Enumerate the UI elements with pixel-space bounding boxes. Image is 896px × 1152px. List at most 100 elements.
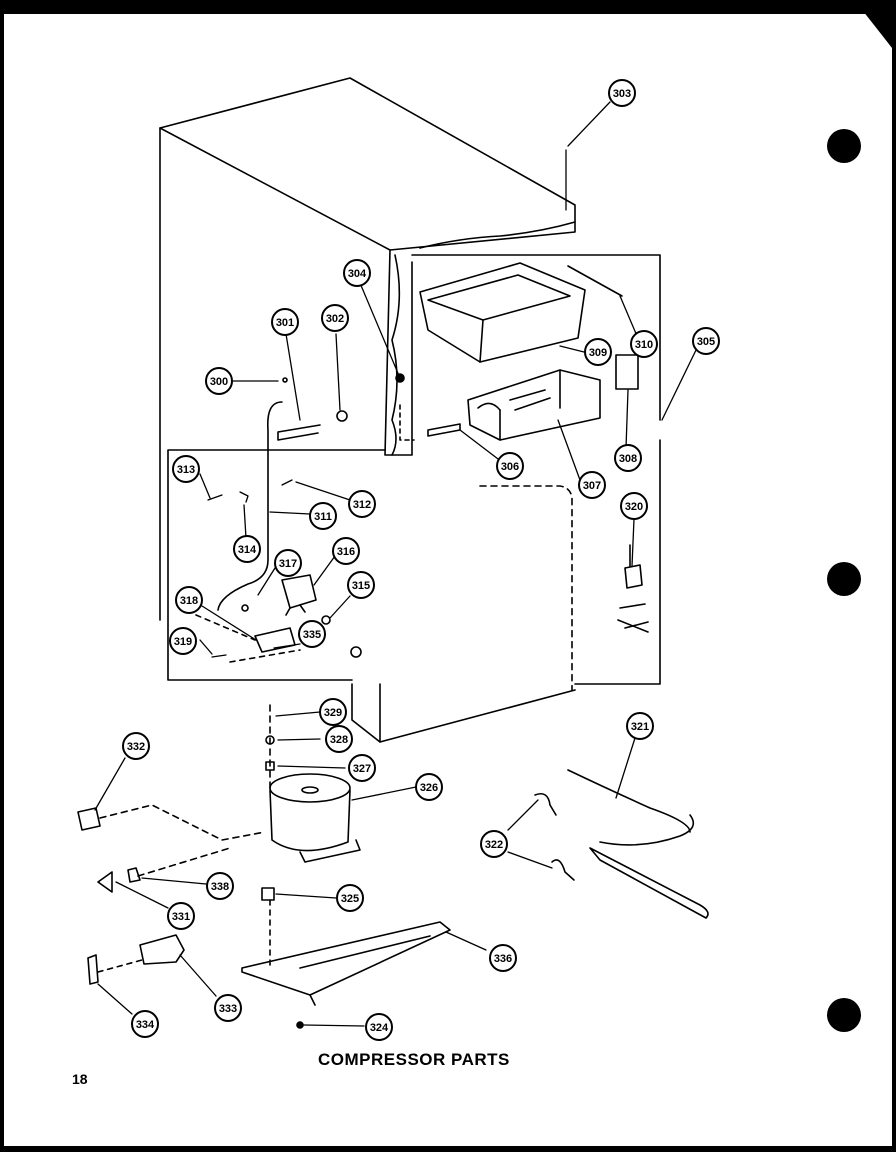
diagram-sheet [4,14,892,1146]
clip-322-bottom [551,859,575,881]
callout-303: 303 [608,79,636,107]
callout-311: 311 [309,502,337,530]
callout-304: 304 [343,259,371,287]
callout-label: 303 [613,88,631,100]
callout-label: 304 [348,268,367,280]
ice-maker-dash [399,404,415,441]
callout-label: 307 [583,480,601,492]
callout-label: 334 [136,1019,155,1031]
fill-tube [427,423,461,437]
callout-label: 318 [180,595,198,607]
clip-322-top [534,792,557,816]
base-pan [241,921,451,1006]
callout-318: 318 [175,586,203,614]
callout-305: 305 [692,327,720,355]
clip-331 [97,871,113,893]
callout-label: 325 [341,893,359,905]
callout-label: 320 [625,501,643,513]
callout-322: 322 [480,830,508,858]
callout-332: 332 [122,732,150,760]
ice-maker-assembly-box [411,254,661,685]
callout-334: 334 [131,1010,159,1038]
callout-label: 301 [276,317,294,329]
sleeve-325 [261,887,275,901]
callout-label: 308 [619,453,637,465]
water-tube [217,401,283,611]
spacer-327 [265,761,275,771]
callout-307: 307 [578,471,606,499]
callout-label: 321 [631,721,649,733]
binder-holes [827,129,861,1032]
binder-hole-top [827,129,861,163]
compressor [269,773,361,863]
callout-313: 313 [172,455,200,483]
callout-label: 302 [326,313,344,325]
inlet-valve [617,544,649,633]
callout-label: 305 [697,336,715,348]
callout-315: 315 [347,571,375,599]
nut-324 [296,1021,304,1029]
callout-309: 309 [584,338,612,366]
callout-338: 338 [206,872,234,900]
callout-314: 314 [233,535,261,563]
relay [139,934,185,965]
valve-region-box [167,449,386,681]
callout-label: 313 [177,464,195,476]
callout-308: 308 [614,444,642,472]
shelf-rod [567,265,623,297]
callout-333: 333 [214,994,242,1022]
callout-label: 311 [314,511,332,523]
callout-336: 336 [489,944,517,972]
callout-302: 302 [321,304,349,332]
clamp-bolt [277,424,321,441]
dashed-guide-region [479,485,573,691]
callout-label: 329 [324,707,342,719]
callout-310: 310 [630,330,658,358]
callout-335: 335 [298,620,326,648]
compressor-lead [99,704,271,877]
callout-326: 326 [415,773,443,801]
callout-label: 338 [211,881,229,893]
callout-324: 324 [365,1013,393,1041]
clip-338 [127,867,141,883]
leader-lines [94,101,698,1027]
callout-306: 306 [496,452,524,480]
callout-label: 315 [352,580,370,592]
ice-maker [467,369,601,441]
callout-325: 325 [336,884,364,912]
relay-clip [87,954,99,985]
callout-bubbles: 303 304 305 310 309 308 307 306 301 302 300 313 312 3… [122,79,720,1041]
callout-327: 327 [348,754,376,782]
binder-hole-bottom [827,998,861,1032]
callout-label: 331 [172,911,190,923]
callout-321: 321 [626,712,654,740]
cover-plate [615,354,639,390]
callout-label: 300 [210,376,228,388]
callout-label: 310 [635,339,653,351]
callout-300: 300 [205,367,233,395]
screws [207,479,293,658]
callout-331: 331 [167,902,195,930]
nut-top [282,377,288,383]
page-number: 18 [72,1071,88,1087]
callout-label: 324 [370,1022,389,1034]
diagram-caption: COMPRESSOR PARTS [318,1050,510,1069]
callout-label: 328 [330,734,348,746]
callout-328: 328 [325,725,353,753]
refrigerator-cabinet [159,77,576,743]
callout-label: 322 [485,839,503,851]
callout-319: 319 [169,627,197,655]
callout-label: 335 [303,629,321,641]
callout-301: 301 [271,308,299,336]
callout-329: 329 [319,698,347,726]
callout-label: 326 [420,782,438,794]
ice-bin [419,262,586,363]
overload [77,807,101,831]
callout-label: 327 [353,763,371,775]
wire-harness [567,769,709,919]
callout-label: 312 [353,499,371,511]
callout-label: 314 [238,544,257,556]
water-valve [241,574,362,658]
relay-dash [97,959,143,973]
